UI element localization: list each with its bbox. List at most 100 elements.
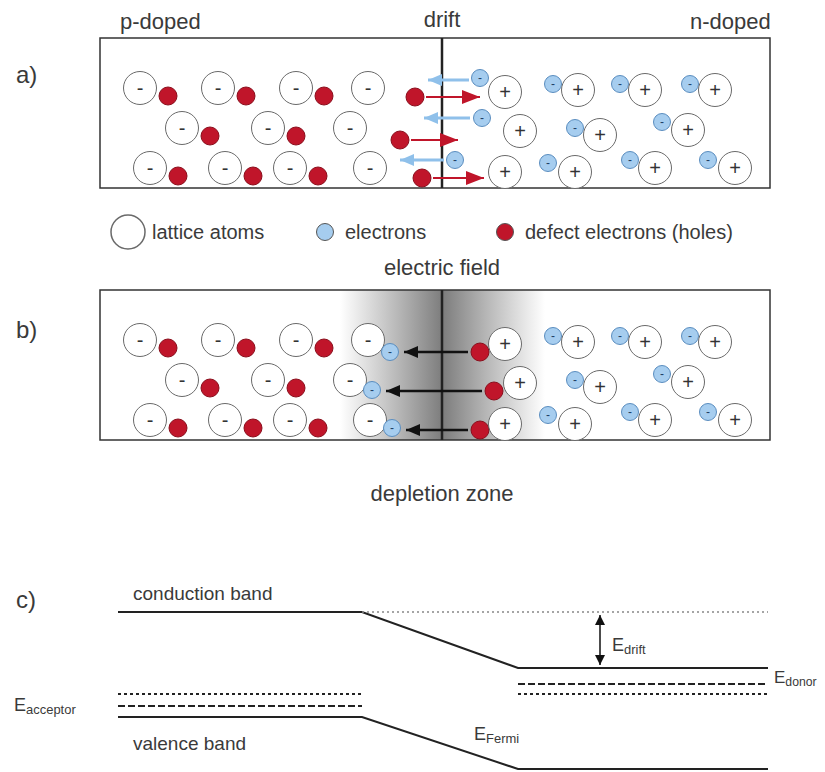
charge-sign: - [688, 330, 692, 342]
hole-dot [169, 419, 187, 437]
band-name: conduction band [133, 583, 272, 606]
charge-sign: + [499, 334, 511, 354]
charge-sign: + [639, 80, 651, 100]
charge-sign: + [594, 125, 606, 145]
charge-sign: + [649, 410, 661, 430]
lattice-atom: + [561, 325, 595, 359]
electron: - [539, 154, 557, 172]
lattice-atom: + [698, 73, 732, 107]
electron: - [611, 75, 629, 93]
lattice-atom: + [503, 114, 537, 148]
lattice-atom: + [628, 73, 662, 107]
charge-sign: - [147, 410, 154, 430]
electron: - [471, 69, 489, 87]
hole-dot [315, 87, 333, 105]
lattice-atom: - [201, 71, 235, 105]
charge-sign: + [682, 372, 694, 392]
charge-sign: - [546, 157, 550, 169]
charge-sign: - [551, 330, 555, 342]
electron: - [681, 327, 699, 345]
junction-line [441, 290, 444, 440]
electron: - [699, 151, 717, 169]
charge-sign: - [388, 346, 392, 358]
charge-sign: - [293, 78, 300, 98]
charge-sign: - [347, 370, 354, 390]
charge-sign: + [514, 121, 526, 141]
lattice-atom: - [353, 403, 387, 437]
charge-sign: - [628, 154, 632, 166]
band-diagram [118, 612, 768, 769]
lattice-atom: + [488, 155, 522, 189]
lattice-atom: - [133, 403, 167, 437]
charge-sign: - [618, 330, 622, 342]
charge-sign: - [478, 72, 482, 84]
charge-sign: - [222, 158, 229, 178]
lattice-atom: - [201, 323, 235, 357]
energy-label: EFermi [474, 724, 519, 747]
drift-arrows [400, 80, 484, 178]
hole-dot [159, 339, 177, 357]
charge-sign: - [215, 330, 222, 350]
legend-text: electrons [345, 220, 426, 244]
hole-dot [244, 419, 262, 437]
legend-text: lattice atoms [152, 220, 264, 244]
lattice-atom: - [165, 363, 199, 397]
charge-sign: - [367, 158, 374, 178]
electron: - [566, 119, 584, 137]
hole-dot [237, 339, 255, 357]
lattice-atom: + [718, 151, 752, 185]
lattice-atom: + [488, 407, 522, 441]
charge-sign: - [660, 116, 664, 128]
charge-sign: - [222, 410, 229, 430]
electron: - [363, 381, 381, 399]
charge-sign: - [265, 370, 272, 390]
charge-sign: + [499, 162, 511, 182]
charge-sign: - [618, 78, 622, 90]
charge-sign: - [137, 78, 144, 98]
electron: - [381, 343, 399, 361]
charge-sign: - [573, 122, 577, 134]
charge-sign: + [572, 80, 584, 100]
hole-dot [315, 339, 333, 357]
hole-dot [287, 127, 305, 145]
lattice-atom: + [558, 155, 592, 189]
charge-sign: + [499, 82, 511, 102]
charge-sign: - [179, 370, 186, 390]
charge-sign: - [265, 118, 272, 138]
charge-sign: + [572, 332, 584, 352]
charge-sign: - [370, 384, 374, 396]
charge-sign: + [569, 162, 581, 182]
lattice-atom: + [698, 325, 732, 359]
charge-sign: + [682, 120, 694, 140]
charge-sign: - [367, 410, 374, 430]
charge-sign: + [594, 377, 606, 397]
electron: - [544, 327, 562, 345]
lattice-atom: - [251, 111, 285, 145]
panel-frame [100, 38, 770, 188]
charge-sign: - [287, 158, 294, 178]
lattice-atom: - [133, 151, 167, 185]
charge-sign: + [639, 332, 651, 352]
charge-sign: - [573, 374, 577, 386]
electron: - [611, 327, 629, 345]
lattice-atom: - [208, 151, 242, 185]
legend-swatch [316, 223, 334, 241]
lattice-atom: + [558, 407, 592, 441]
region-name: p-doped [120, 9, 201, 35]
electron: - [383, 419, 401, 437]
charge-sign: - [347, 118, 354, 138]
lattice-atom: - [351, 71, 385, 105]
lattice-atom: - [353, 151, 387, 185]
panel-letter: c) [16, 586, 36, 615]
charge-sign: + [569, 414, 581, 434]
legend-swatch [496, 223, 514, 241]
charge-sign: + [729, 410, 741, 430]
region-name: n-doped [690, 9, 771, 35]
hole-dot [169, 167, 187, 185]
energy-label: Edonor [774, 668, 817, 690]
lattice-atom: + [671, 113, 705, 147]
lattice-atom: - [123, 323, 157, 357]
charge-sign: - [706, 406, 710, 418]
lattice-atom: - [273, 151, 307, 185]
